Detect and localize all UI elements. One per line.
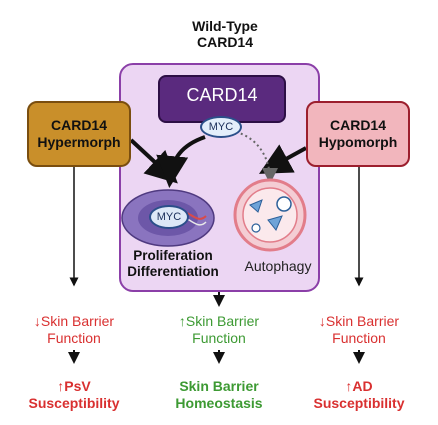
hypomorph-line1: CARD14 — [329, 117, 386, 133]
center-outcome-line1: Skin Barrier — [179, 378, 259, 394]
myc-to-autophagy-arrow — [235, 131, 278, 184]
right-outcome-line2: Susceptibility — [313, 395, 405, 411]
proliferation-line1: Proliferation — [133, 248, 213, 263]
center-effect: ↑Skin Barrier Function — [159, 313, 279, 347]
left-effect-line1: ↓Skin Barrier — [33, 313, 115, 329]
wild-type-title-line1: Wild-Type — [192, 18, 258, 34]
right-effect: ↓Skin Barrier Function — [299, 313, 419, 347]
left-effect-line2: Function — [47, 330, 101, 346]
hypomorph-arrow — [258, 144, 307, 174]
left-outcome: ↑PsV Susceptibility — [14, 378, 134, 412]
center-effect-line1: ↑Skin Barrier — [178, 313, 260, 329]
center-outcome: Skin Barrier Homeostasis — [159, 378, 279, 412]
proliferation-label: Proliferation Differentiation — [118, 248, 228, 280]
hypomorph-box: CARD14 Hypomorph — [306, 101, 410, 167]
hypomorph-line2: Hypomorph — [318, 134, 398, 150]
myc-badge-cell: MYC — [149, 205, 189, 229]
hypermorph-line2: Hypermorph — [37, 134, 121, 150]
myc-to-proliferation-arrow — [156, 135, 206, 188]
right-outcome: ↑AD Susceptibility — [299, 378, 419, 412]
proliferation-line2: Differentiation — [127, 264, 219, 279]
right-effect-line1: ↓Skin Barrier — [318, 313, 400, 329]
left-outcome-line1: ↑PsV — [57, 378, 91, 394]
left-effect: ↓Skin Barrier Function — [14, 313, 134, 347]
autophagy-label: Autophagy — [244, 258, 312, 274]
hypermorph-box: CARD14 Hypermorph — [27, 101, 131, 167]
wild-type-title: Wild-Type CARD14 — [150, 18, 300, 50]
left-outcome-line2: Susceptibility — [28, 395, 120, 411]
right-effect-line2: Function — [332, 330, 386, 346]
myc-badge-top: MYC — [200, 116, 242, 138]
wild-type-title-line2: CARD14 — [196, 34, 253, 50]
card14-main-label: CARD14 — [186, 85, 258, 105]
center-outcome-line2: Homeostasis — [175, 395, 263, 411]
card14-main-box: CARD14 — [158, 75, 286, 123]
hypermorph-line1: CARD14 — [50, 117, 107, 133]
right-outcome-line1: ↑AD — [345, 378, 373, 394]
center-effect-line2: Function — [192, 330, 246, 346]
hypermorph-arrow — [129, 138, 178, 184]
